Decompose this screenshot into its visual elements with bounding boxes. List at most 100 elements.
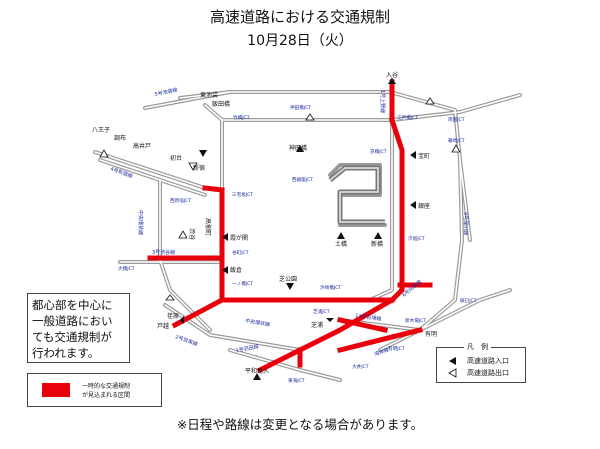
route-label: 5号池袋線 [154, 86, 178, 98]
place-label: 東池袋 [200, 91, 218, 99]
entrance-marker [199, 150, 207, 157]
notice-line: 一般道路におい [32, 314, 113, 328]
restriction-legend-text: 一時的な交通規制 が見込まれる区間 [82, 382, 130, 400]
restriction-wangan [336, 326, 424, 354]
legend-line: 一時的な交通規制 [82, 383, 131, 390]
jct-label: 神田橋JCT [290, 104, 311, 111]
place-label: 有明 [425, 330, 437, 338]
entrance-marker [410, 151, 416, 159]
footer-note: ※日程や路線は変更となる場合があります。 [176, 417, 424, 432]
entrance-marker [253, 373, 261, 380]
entrance-marker [222, 266, 228, 274]
jct-label: 大橋JCT [118, 265, 135, 272]
place-label: 飯倉 [230, 266, 242, 274]
restriction-shinjuku [202, 185, 225, 193]
exit-markers-open [99, 97, 461, 301]
exit-marker [99, 149, 109, 158]
legend-exit: 高速道路出口 [467, 369, 509, 377]
jct-label: 谷町JCT [232, 249, 249, 256]
restriction-haneda-2 [256, 346, 304, 374]
place-label: 宝町 [418, 152, 430, 160]
place-label: 高井戸 [133, 142, 151, 150]
entrance-marker [180, 316, 184, 324]
restriction-east [388, 116, 405, 304]
place-label: 神田橋 [289, 144, 307, 152]
yaesu-route [328, 163, 387, 227]
page-title: 高速道路における交通規制 [209, 8, 390, 26]
jct-label: 芝浦JCT [313, 308, 330, 315]
exit-marker [178, 230, 188, 239]
exit-markers [180, 78, 416, 380]
legend-icons [448, 357, 457, 378]
place-label: 銀座 [418, 202, 430, 210]
exit-marker [451, 144, 461, 153]
notice-line: 行われます。 [32, 346, 100, 360]
restriction-legend: 一時的な交通規制 が見込まれる区間 [27, 373, 162, 407]
route-label: 中央環状線 [245, 317, 271, 328]
entrance-marker [388, 78, 396, 84]
entrance-marker [337, 232, 345, 239]
legend-entrance: 高速道路入口 [467, 357, 509, 365]
place-label: 入谷 [386, 71, 398, 79]
place-label: 平和島入 [245, 367, 269, 375]
route-label: 1号上野線 [379, 90, 386, 113]
place-label: 八王子 [92, 127, 110, 134]
exit-marker [425, 97, 435, 105]
jct-label: 東海JCT [288, 377, 305, 384]
place-label: 初台 [170, 154, 182, 162]
route-label: 1号羽田線 [235, 343, 259, 354]
exit-marker [305, 113, 315, 121]
place-label: 飯田橋 [212, 100, 230, 108]
jct-label: 江戸橋JCT [397, 114, 418, 121]
route-label: 湾岸線 [373, 346, 390, 358]
date-subtitle: 10月28日（火） [247, 33, 353, 49]
place-label: 芝浦 [311, 321, 323, 329]
route-label: 2号目黒線 [174, 333, 198, 348]
jct-label: 竹橋JCT [233, 114, 250, 121]
jct-label: 浜崎橋JCT [320, 284, 341, 291]
place-label: 芝公園 [279, 275, 297, 283]
restriction-daiba [337, 317, 388, 333]
jct-label: 箱崎JCT [448, 137, 465, 144]
exit-marker [188, 162, 198, 171]
notice-line: ても交通規制が [32, 330, 112, 344]
legend-line: が見込まれる区間 [82, 392, 131, 399]
route-label: 3号渋谷線 [152, 249, 175, 256]
jct-label: 西新宿JCT [170, 197, 191, 204]
entrance-legend-icon [449, 357, 456, 365]
place-label: 調布 [114, 134, 126, 142]
entrance-marker [326, 318, 334, 322]
route-label: 中央環状線 [137, 210, 144, 235]
jct-label: 京橋JCT [370, 148, 387, 155]
jct-label: 新木場JCT [405, 317, 426, 324]
place-label: 戸越 [157, 322, 169, 330]
jct-label: 三宅坂JCT [232, 191, 253, 198]
restriction-routes [147, 79, 433, 374]
place-label: 土橋 [335, 240, 347, 248]
place-label: 新宿 [193, 164, 205, 172]
place-label: 荏原 [167, 312, 179, 320]
place-label: 霞が関 [230, 234, 248, 242]
place-label: 高樹町 [204, 218, 212, 236]
restriction-swatch [42, 383, 70, 397]
exit-marker [165, 294, 175, 301]
entrance-marker [296, 145, 304, 152]
exit-legend-icon [448, 368, 457, 378]
jct-label: 大井JCT [352, 363, 369, 370]
notice-box: 都心部を中心に 一般道路におい ても交通規制が 行われます。 [27, 293, 130, 363]
jct-label: 一ノ橋JCT [232, 280, 253, 287]
legend-heading: 凡 例 [464, 342, 491, 352]
entrance-marker [410, 201, 416, 209]
exit-legend: 凡 例 高速道路入口 高速道路出口 [436, 342, 526, 383]
jct-label: 汐留JCT [408, 235, 425, 242]
jct-label: 西銀座JCT [292, 176, 313, 183]
entrance-marker [222, 233, 228, 241]
notice-line: 都心部を中心に [32, 298, 113, 312]
route-label: 11号台場線 [355, 312, 382, 323]
jct-label: 辰巳JCT [460, 298, 477, 304]
entrance-marker [286, 283, 294, 290]
jct-label: 両国JCT [448, 117, 465, 123]
jct-label: 有明JCT [388, 345, 405, 352]
place-label: 新橋 [371, 240, 383, 248]
